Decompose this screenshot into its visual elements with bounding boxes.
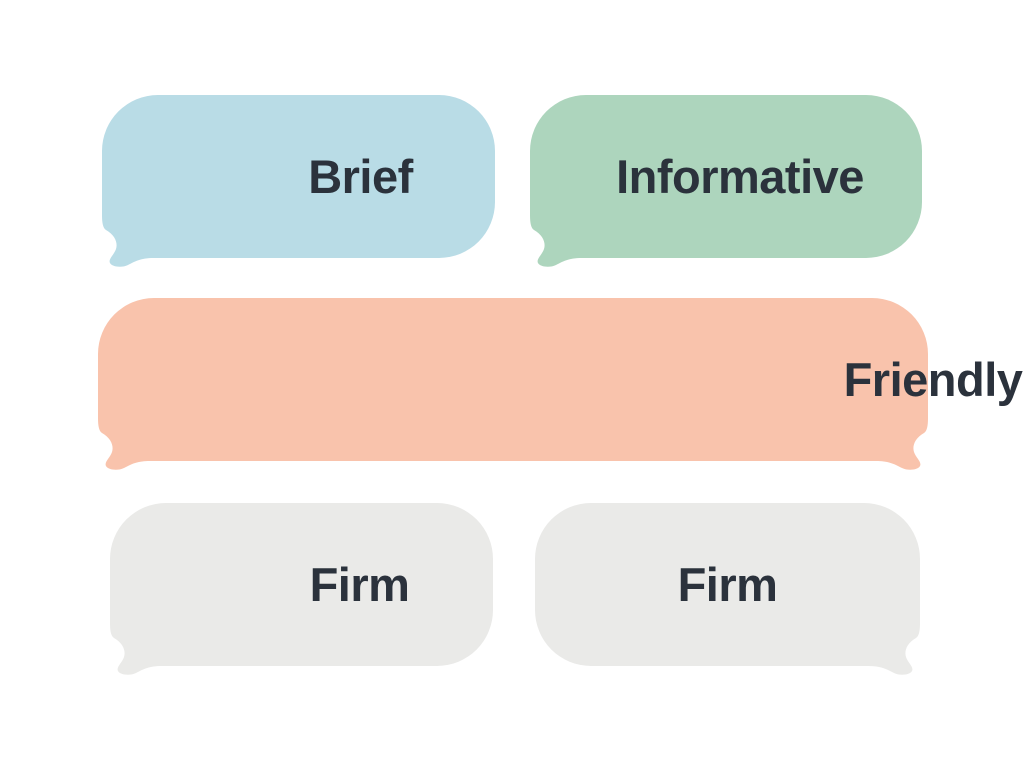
speech-bubble-informative-shape (530, 95, 922, 267)
bubble-body-path (98, 298, 928, 470)
speech-bubble-firm-left-label: Firm (309, 558, 410, 611)
bubble-body-path (535, 503, 920, 675)
speech-bubble-informative[interactable]: Informative (530, 95, 922, 267)
speech-bubble-friendly-label: Friendly (843, 353, 1023, 406)
speech-bubble-friendly[interactable]: Friendly (98, 298, 1023, 470)
bubble-body-path (110, 503, 493, 675)
speech-bubble-firm-right-shape (535, 503, 920, 675)
speech-bubble-brief-label: Brief (308, 150, 413, 203)
speech-bubble-informative-label: Informative (616, 150, 864, 203)
speech-bubble-firm-right-label: Firm (677, 558, 778, 611)
speech-bubble-brief-shape (102, 95, 495, 267)
speech-bubble-brief[interactable]: Brief (102, 95, 495, 267)
speech-bubble-friendly-shape (98, 298, 928, 470)
speech-bubble-firm-right[interactable]: Firm (535, 503, 920, 675)
speech-bubble-firm-left-shape (110, 503, 493, 675)
bubble-body-path (530, 95, 922, 267)
bubble-body-path (102, 95, 495, 267)
speech-bubble-firm-left[interactable]: Firm (110, 503, 493, 675)
